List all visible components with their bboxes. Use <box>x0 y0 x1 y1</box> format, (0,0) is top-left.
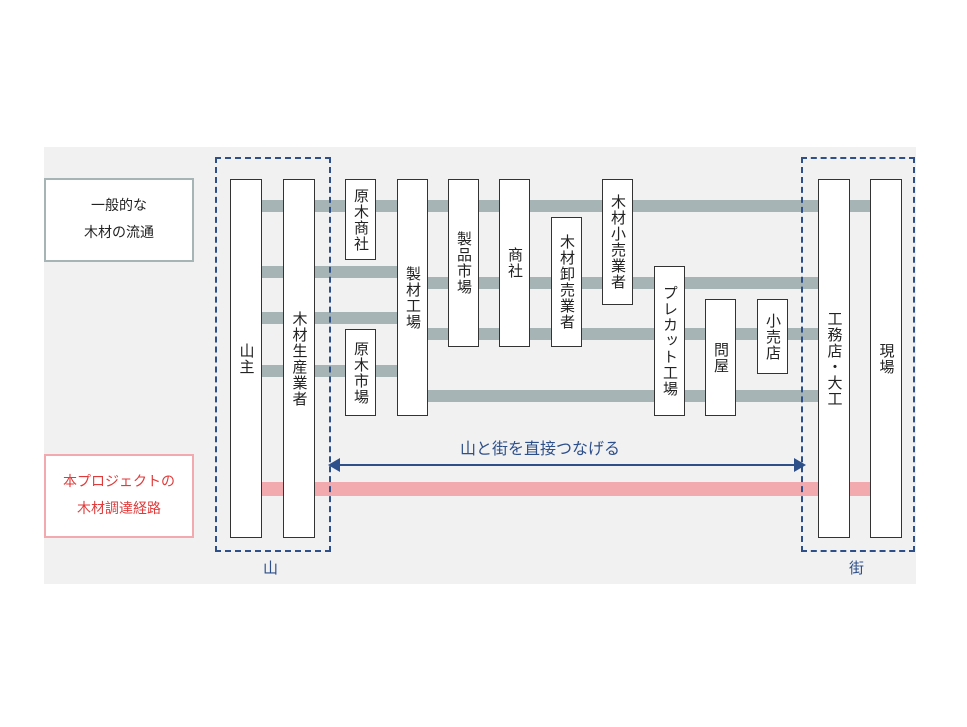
node-tonya: 問屋 <box>705 299 736 416</box>
node-log-trader: 原木商社 <box>345 179 376 260</box>
town-zone-label: 街 <box>849 559 865 577</box>
node-log-trader-label: 原木商社 <box>352 187 370 252</box>
node-product-market: 製品市場 <box>448 179 479 347</box>
node-trading-co-label: 商社 <box>506 247 524 279</box>
node-builder: 工務店・大工 <box>818 179 850 538</box>
legend-project-line2: 木材調達経路 <box>77 501 161 517</box>
direct-connection-label: 山と街を直接つなげる <box>459 439 620 458</box>
node-yamanushi-label: 山主 <box>237 342 256 375</box>
node-small-retail: 小売店 <box>757 299 788 374</box>
node-wholesaler: 木材卸売業者 <box>551 217 582 347</box>
node-log-market: 原木市場 <box>345 329 376 416</box>
node-site: 現場 <box>870 179 902 538</box>
node-sawmill-label: 製材工場 <box>404 265 422 330</box>
node-log-market-label: 原木市場 <box>352 340 370 405</box>
legend-general-line1: 一般的な <box>91 198 147 214</box>
node-tonya-label: 問屋 <box>712 341 730 374</box>
node-producer-label: 木材生産業者 <box>290 310 309 407</box>
node-wholesaler-label: 木材卸売業者 <box>558 234 576 330</box>
legend-general-line2: 木材の流通 <box>84 225 154 241</box>
node-site-label: 現場 <box>877 342 896 375</box>
arrow-head-right <box>794 458 806 472</box>
node-small-retail-label: 小売店 <box>764 312 782 361</box>
node-retailer: 木材小売業者 <box>602 179 633 305</box>
node-sawmill: 製材工場 <box>397 179 428 416</box>
node-precut-label: プレカット工場 <box>661 285 679 397</box>
flow-route-7 <box>427 390 819 402</box>
node-trading-co: 商社 <box>499 179 530 347</box>
legend-project-line1: 本プロジェクトの <box>63 474 175 490</box>
node-precut: プレカット工場 <box>654 266 685 416</box>
node-product-market-label: 製品市場 <box>455 231 473 295</box>
mountain-zone <box>215 157 331 552</box>
project-route <box>262 482 870 496</box>
mountain-zone-label: 山 <box>263 559 279 577</box>
arrow-head-left <box>328 458 340 472</box>
legend-project-route: 本プロジェクトの 木材調達経路 <box>44 454 194 538</box>
node-retailer-label: 木材小売業者 <box>609 194 627 290</box>
town-zone <box>801 157 915 552</box>
direct-connection-arrow <box>328 458 806 472</box>
node-builder-label: 工務店・大工 <box>825 310 844 407</box>
node-producer: 木材生産業者 <box>283 179 315 538</box>
node-yamanushi: 山主 <box>230 179 262 538</box>
legend-general-route: 一般的な 木材の流通 <box>44 178 194 262</box>
